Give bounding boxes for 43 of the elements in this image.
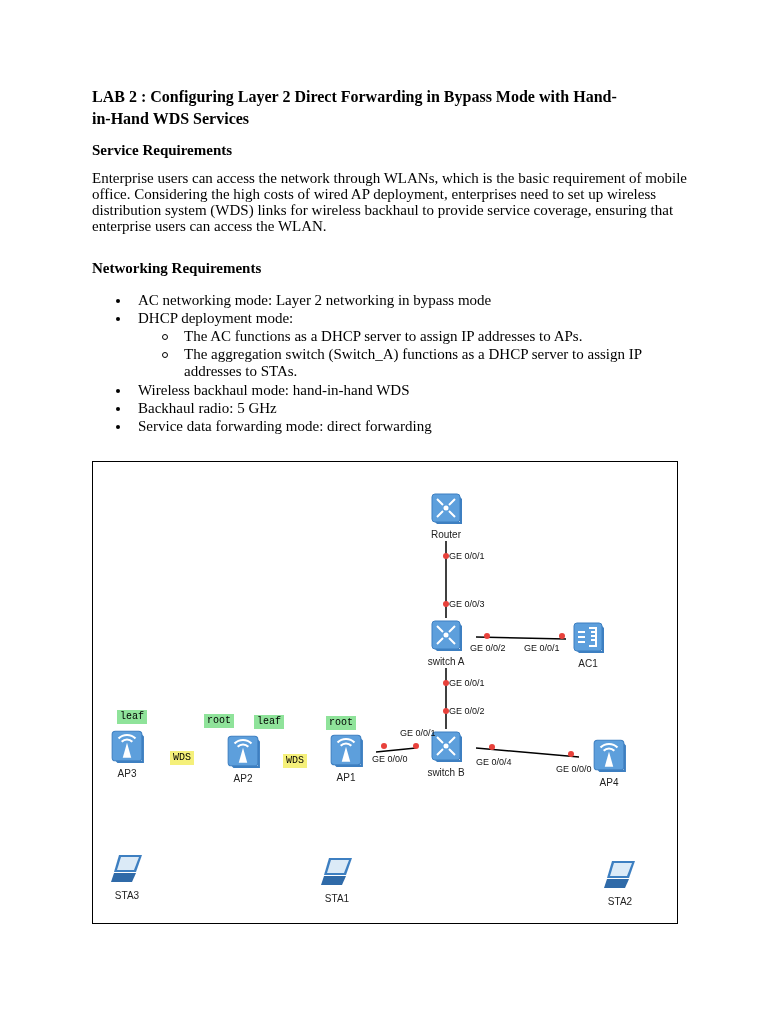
bullet-item: Backhaul radio: 5 GHz [138,400,278,417]
device-label: AP2 [233,773,253,785]
paragraph: Enterprise users can access the network through WLANs, which is the basic requirement of mobile office. Considering the high costs of wired AP deployment, enterprises need to set up wireless distribution system (WDS) links for wireless backhaul to provide service coverage, ensuring that enterprise users can access the WLAN. [92,170,688,234]
device-label: AP3 [117,768,137,780]
role-tag: root [204,714,234,728]
network-link [445,540,447,619]
port-label: GE 0/0/1 [400,728,436,738]
bullet-item: DHCP deployment mode: [138,310,295,327]
device-label: AC1 [578,658,598,670]
sub-bullet-item: The AC functions as a DHCP server to assign IP addresses to APs. [184,328,584,345]
device-label: AP4 [599,777,619,789]
port-label: GE 0/0/3 [449,599,485,609]
link-tag: WDS [283,754,307,768]
sub-bullet-item: The aggregation switch (Switch_A) functions as a DHCP server to assign IP addresses to STAs. [184,346,643,380]
device-label: STA3 [114,890,140,902]
device-label: STA2 [607,896,633,908]
port-label: GE 0/0/1 [449,551,485,561]
network-link [475,636,567,640]
port-label: GE 0/0/1 [524,643,560,653]
device-label: STA1 [324,893,350,905]
role-tag: leaf [254,715,284,729]
port-label: GE 0/0/0 [556,764,592,774]
port-label: GE 0/0/2 [470,643,506,653]
network-link [375,747,417,753]
port-label: GE 0/0/0 [372,754,408,764]
bullet-item: AC networking mode: Layer 2 networking in bypass mode [138,292,493,309]
role-tag: leaf [117,710,147,724]
device-label: Router [431,529,461,541]
device-label: switch B [427,767,465,779]
bullet-item: Wireless backhaul mode: hand-in-hand WDS [138,382,411,399]
network-link [445,667,447,730]
device-label: AP1 [336,772,356,784]
role-tag: root [326,716,356,730]
section-heading: Networking Requirements [92,260,263,276]
link-tag: WDS [170,751,194,765]
device-label: switch A [427,656,465,668]
port-label: GE 0/0/2 [449,706,485,716]
port-label: GE 0/0/1 [449,678,485,688]
page-title: LAB 2 : Configuring Layer 2 Direct Forwarding in Bypass Mode with Hand-in-Hand WDS Services [92,87,618,129]
bullet-item: Service data forwarding mode: direct forwarding [138,418,433,435]
port-label: GE 0/0/4 [476,757,512,767]
network-link [475,747,580,758]
section-heading: Service Requirements [92,142,234,158]
